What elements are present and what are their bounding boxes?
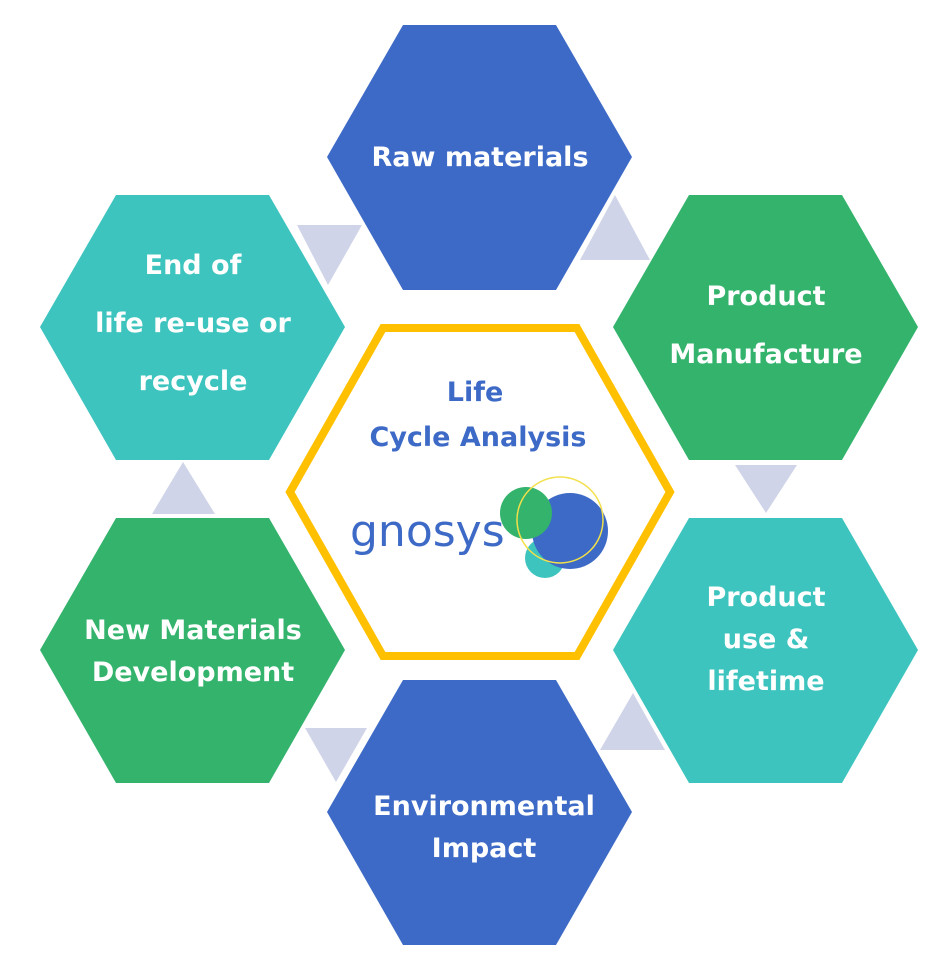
arrow-use-to-impact — [600, 693, 665, 750]
stage-label: recycle — [139, 366, 248, 397]
stage-label: lifetime — [707, 666, 824, 697]
stage-end-of-life: End of life re-use or recycle — [40, 195, 345, 460]
stage-new-materials: New Materials Development — [40, 518, 345, 783]
stage-product-manufacture: Product Manufacture — [613, 195, 918, 460]
arrow-manufacture-to-use — [735, 465, 797, 513]
stage-label: Product — [706, 281, 825, 312]
arrow-endoflife-to-raw — [297, 225, 362, 285]
center-title-line1: Life — [447, 377, 504, 408]
stage-label: Environmental — [373, 791, 595, 822]
stage-raw-materials: Raw materials — [327, 25, 632, 290]
gnosys-logo: gnosys — [350, 476, 608, 578]
stage-label: life re-use or — [95, 308, 291, 339]
arrow-newmaterials-to-endoflife — [152, 462, 215, 514]
stage-label: Development — [92, 657, 294, 688]
center-title-line2: Cycle Analysis — [370, 422, 587, 453]
stage-label: Manufacture — [669, 339, 862, 370]
stage-environmental-impact: Environmental Impact — [327, 680, 632, 945]
arrow-raw-to-manufacture — [580, 195, 650, 260]
center-hexagon: Life Cycle Analysis gnosys — [285, 324, 675, 660]
stage-label: Impact — [432, 833, 537, 864]
stage-label: Product — [706, 582, 825, 613]
stage-label: use & — [723, 624, 810, 655]
logo-text: gnosys — [350, 506, 505, 557]
stage-label: End of — [145, 250, 242, 281]
stage-label: New Materials — [84, 615, 302, 646]
stage-label: Raw materials — [371, 142, 588, 173]
stage-product-use: Product use & lifetime — [613, 518, 918, 783]
arrow-impact-to-newmaterials — [305, 728, 367, 782]
